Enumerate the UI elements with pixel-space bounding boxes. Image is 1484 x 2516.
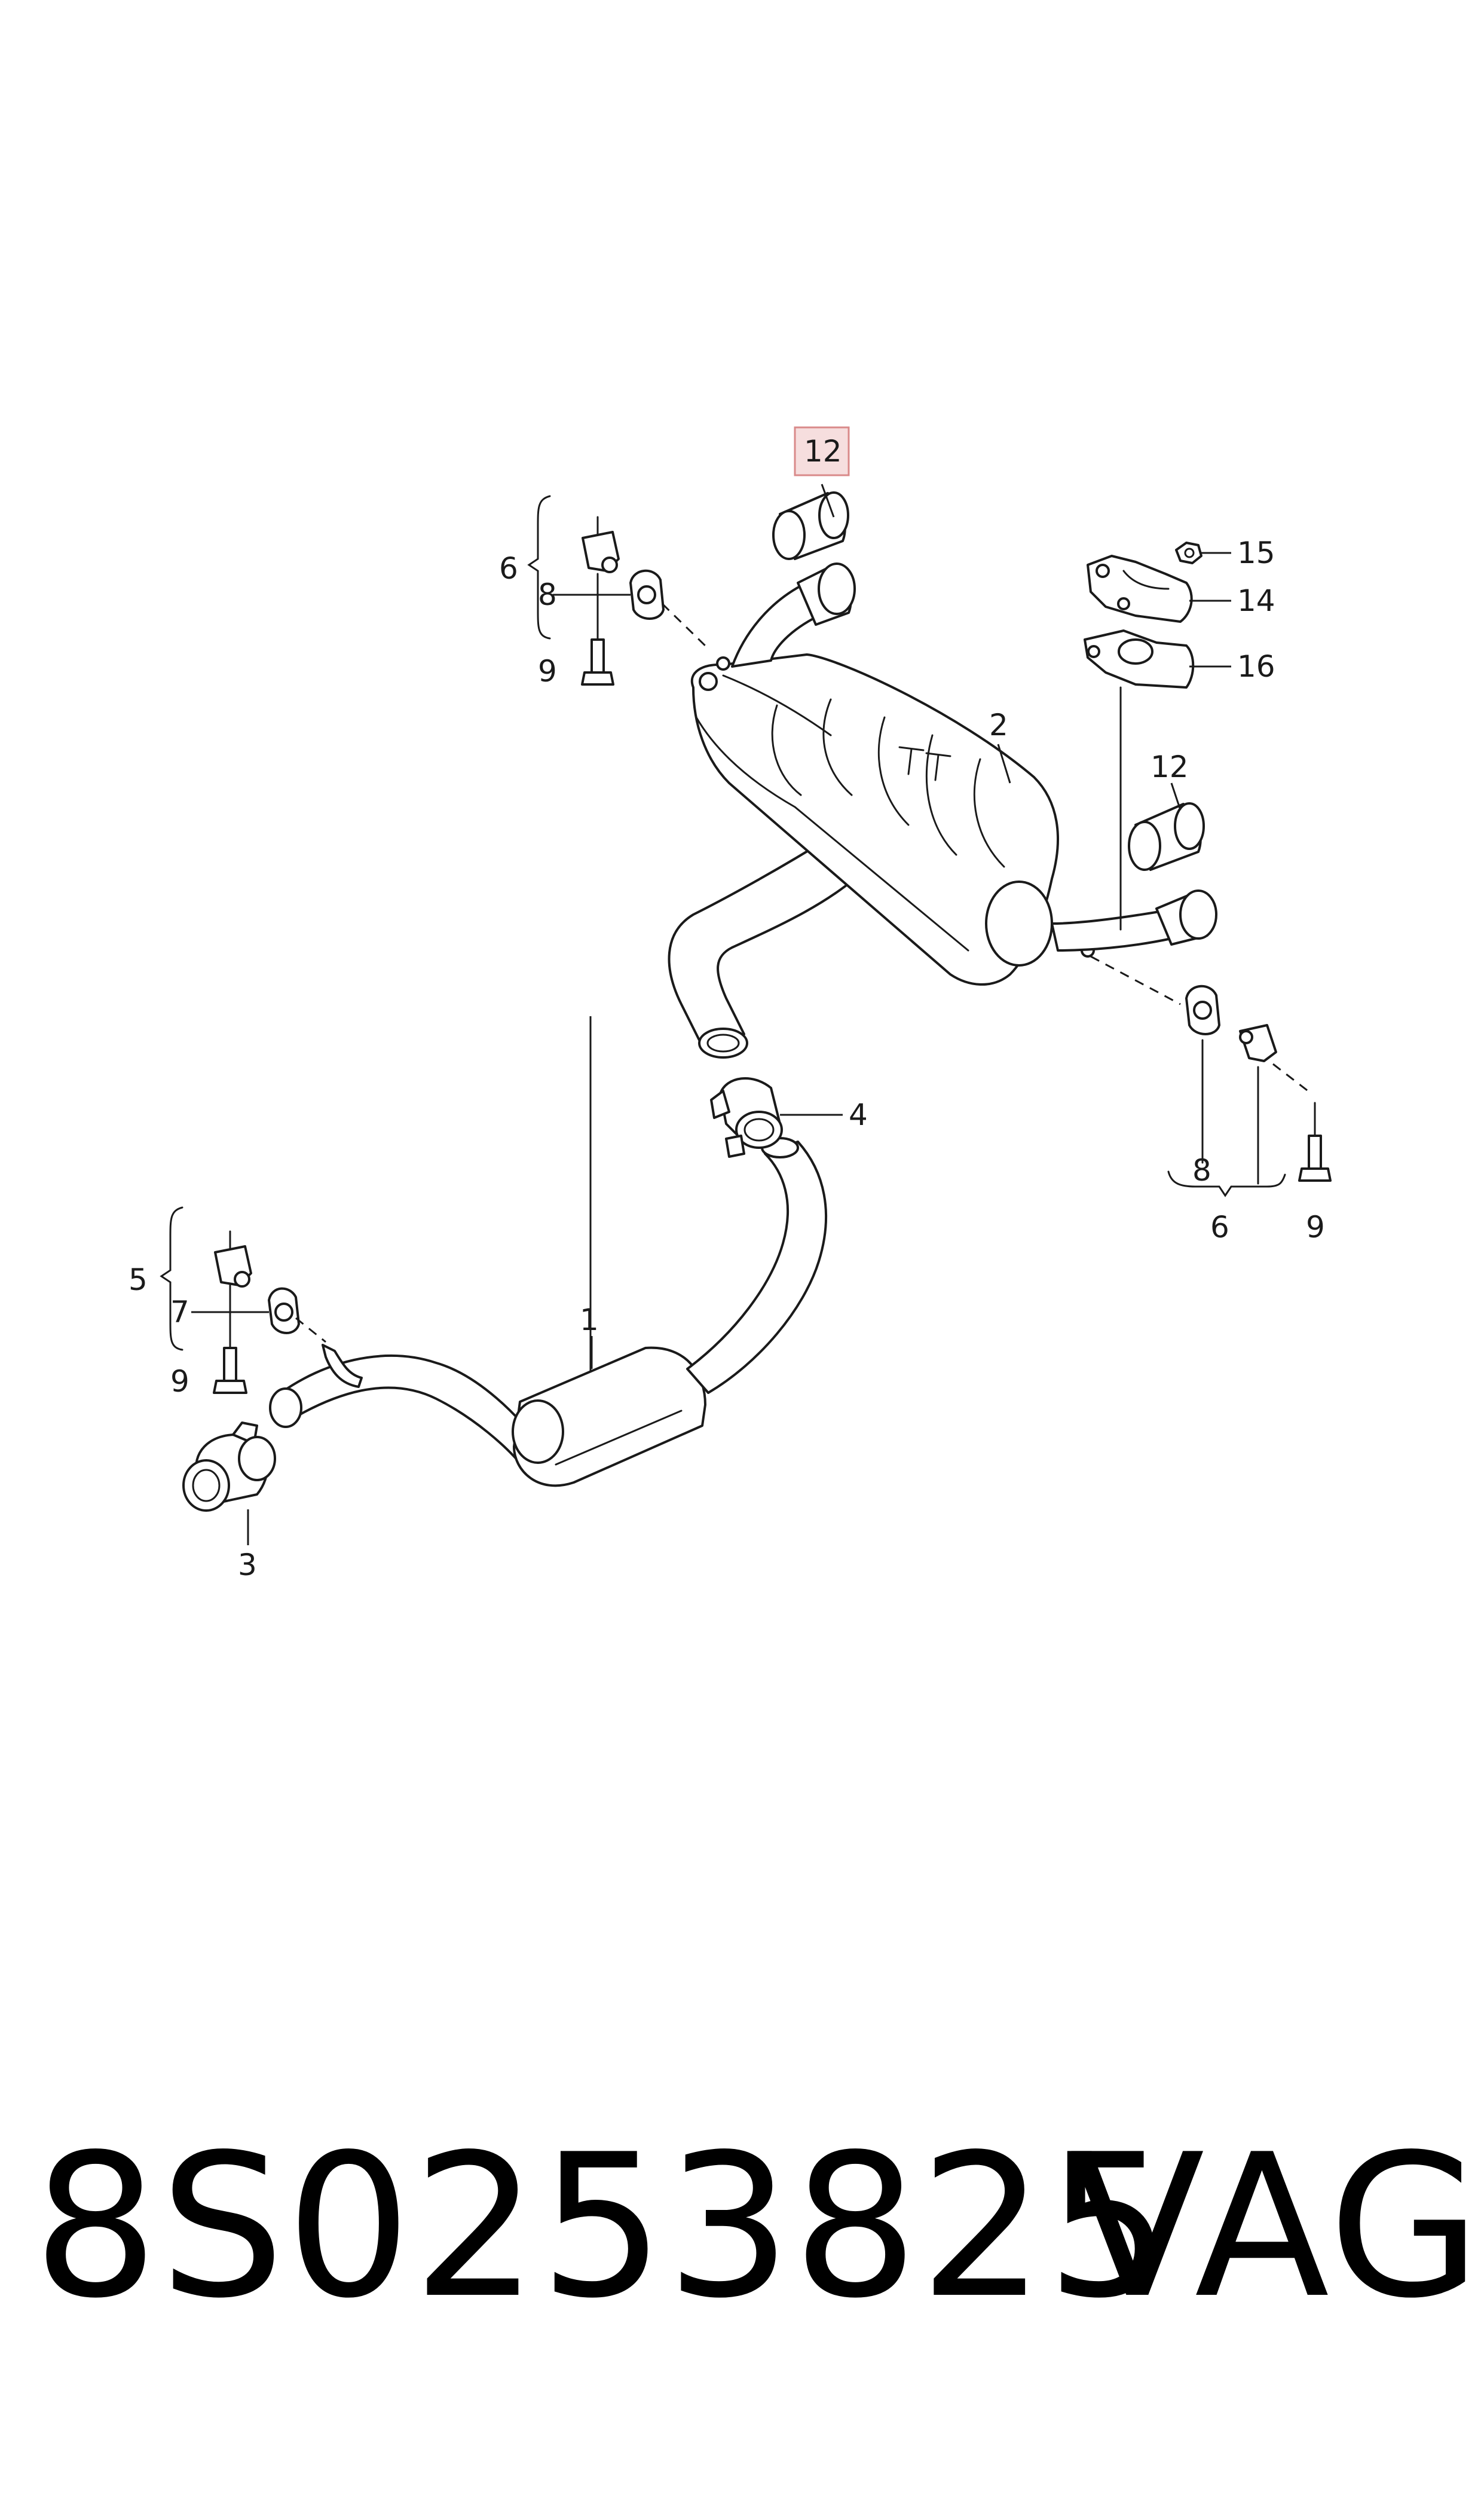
actuator-14 <box>1087 555 1193 623</box>
nut-15 <box>1175 542 1203 564</box>
brand-name: VAG <box>1070 2112 1484 2341</box>
rear-right-hanger-group <box>1090 955 1332 1197</box>
trim-assembly <box>1084 542 1203 931</box>
tail-sleeve-12-top <box>772 491 849 560</box>
front-hanger-group <box>160 1206 363 1394</box>
tt-embossing <box>898 746 951 781</box>
callout-9-left: 9 <box>170 1364 189 1399</box>
front-pipe-outlet <box>686 1141 828 1394</box>
brace-6-bottom <box>1167 1170 1286 1197</box>
front-pipe-assembly <box>269 1137 828 1487</box>
callout-2: 2 <box>989 708 1008 742</box>
callout-9-top: 9 <box>538 654 557 689</box>
brace-5 <box>160 1206 183 1351</box>
part-number: 8S0253825 <box>33 2112 1173 2341</box>
front-pipe-inlet <box>280 1355 542 1472</box>
rear-left-hanger-group <box>527 495 709 686</box>
rear-silencer-end <box>985 881 1053 967</box>
intermediate-pipe-end <box>698 1028 748 1059</box>
callout-4: 4 <box>849 1097 868 1132</box>
tail-sleeve-12-right <box>1128 802 1205 871</box>
brace-6-top <box>527 495 551 640</box>
rear-right-bolt <box>1308 1135 1322 1170</box>
front-pipe-inlet-end <box>269 1387 302 1428</box>
rear-silencer-assembly <box>668 562 1217 1059</box>
intermediate-pipe <box>668 836 856 1047</box>
front-bolt <box>223 1347 237 1382</box>
callout-7: 7 <box>170 1295 189 1329</box>
clamp-3 <box>182 1421 276 1512</box>
clamp-4 <box>710 1077 783 1158</box>
right-tailpipe <box>1051 910 1173 952</box>
callout-8-bottom: 8 <box>1192 1153 1211 1188</box>
footer: 8S0253825 VAG <box>0 2116 1484 2367</box>
callout-14: 14 <box>1237 583 1275 618</box>
callout-12-right: 12 <box>1151 750 1189 784</box>
callout-9-right: 9 <box>1306 1210 1325 1245</box>
callout-1: 1 <box>580 1303 599 1337</box>
leader-lines <box>191 484 1231 1545</box>
callout-numbers: 1 2 3 4 5 6 6 7 8 8 9 9 9 12 12 14 15 16 <box>128 434 1325 1582</box>
callout-12-highlighted: 12 <box>804 434 842 469</box>
front-hanger-pin <box>322 1344 363 1388</box>
callout-5: 5 <box>128 1262 148 1297</box>
callout-16: 16 <box>1237 649 1275 684</box>
rear-silencer-body <box>691 653 1059 986</box>
highlight-box-12 <box>794 426 850 476</box>
callout-6-top: 6 <box>499 551 518 586</box>
rear-left-bolt <box>590 638 605 674</box>
callout-8-top: 8 <box>538 577 557 612</box>
front-silencer-end <box>512 1399 564 1464</box>
front-silencer-body <box>513 1346 706 1487</box>
callout-15: 15 <box>1237 536 1275 570</box>
callout-3: 3 <box>238 1548 257 1582</box>
callout-6-bottom: 6 <box>1210 1210 1229 1245</box>
